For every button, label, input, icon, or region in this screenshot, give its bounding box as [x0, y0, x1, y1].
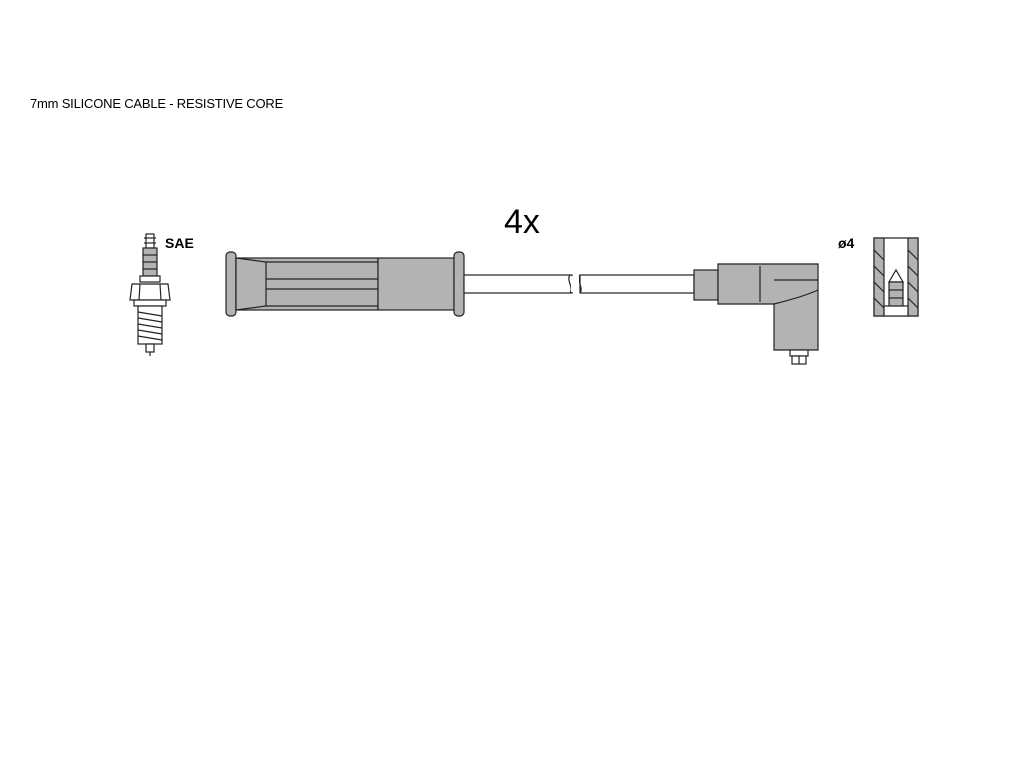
quantity-label: 4x [504, 203, 540, 241]
coil-terminal-section-icon [873, 237, 919, 317]
spark-plug-icon [129, 233, 171, 356]
coil-boot-icon [693, 263, 819, 365]
spark-plug-terminal-label: SAE [165, 235, 194, 251]
cable-icon [463, 274, 695, 294]
cable-spec-caption: 7mm SILICONE CABLE - RESISTIVE CORE [30, 96, 284, 111]
coil-terminal-diameter-label: ø4 [838, 235, 855, 251]
spark-plug-boot-icon [225, 251, 465, 317]
